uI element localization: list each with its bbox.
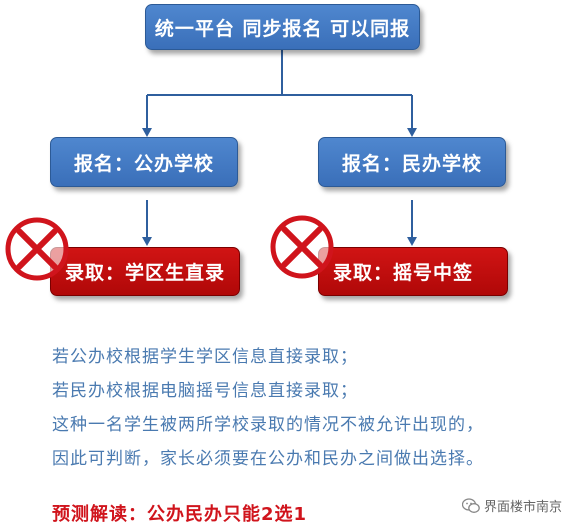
- conclusion-text: 预测解读：公办民办只能2选1: [52, 504, 308, 525]
- public-admit-box: 录取：学区生直录: [50, 247, 240, 296]
- arrowhead-right-signup: [407, 128, 417, 137]
- explanation-text: 若公办校根据学生学区信息直接录取； 若民办校根据电脑摇号信息直接录取； 这种一名…: [52, 340, 580, 476]
- explanation-line: 这种一名学生被两所学校录取的情况不被允许出现的，: [52, 415, 484, 435]
- arrowhead-left-signup: [142, 128, 152, 137]
- explanation-line: 若公办校根据学生学区信息直接录取；: [52, 347, 358, 367]
- arrowhead-right-admit: [407, 237, 417, 246]
- public-signup-label: 报名：公办学校: [73, 152, 214, 175]
- private-admit-label: 录取：摇号中签: [333, 262, 474, 284]
- explanation-line: 因此可判断，家长必须要在公办和民办之间做出选择。: [52, 449, 484, 469]
- public-signup-box: 报名：公办学校: [50, 137, 238, 187]
- wechat-icon: [462, 497, 480, 513]
- top-platform-label: 统一平台 同步报名 可以同报: [154, 17, 411, 40]
- explanation-line: 若民办校根据电脑摇号信息直接录取；: [52, 381, 358, 401]
- cross-circle-icon: [5, 217, 69, 281]
- cross-circle-icon: [270, 215, 334, 279]
- private-signup-label: 报名：民办学校: [341, 152, 482, 175]
- arrowhead-left-admit: [142, 237, 152, 246]
- watermark-text: 界面楼市南京: [484, 500, 563, 515]
- private-signup-box: 报名：民办学校: [318, 137, 506, 187]
- watermark: 界面楼市南京: [462, 496, 562, 515]
- public-admit-label: 录取：学区生直录: [65, 262, 226, 284]
- top-platform-box: 统一平台 同步报名 可以同报: [145, 4, 420, 50]
- private-admit-box: 录取：摇号中签: [318, 247, 508, 296]
